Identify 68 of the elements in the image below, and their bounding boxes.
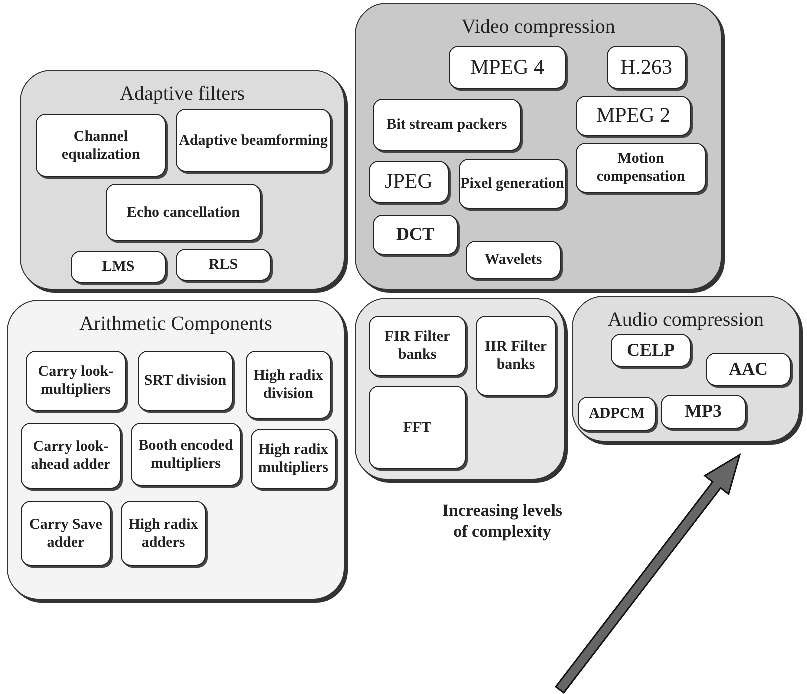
component-label: H.263 (620, 54, 672, 80)
component-label: RLS (208, 256, 238, 274)
component-label: JPEG (385, 169, 433, 195)
component-box (611, 334, 691, 367)
component-label: Bit stream packers (386, 116, 508, 134)
component-box (251, 429, 336, 489)
component-label: High radix multipliers (258, 441, 330, 477)
group-title: Video compression (460, 16, 616, 39)
component-label: AAC (729, 358, 768, 380)
component-label: High radix adders (128, 516, 200, 552)
component-label: MPEG 2 (596, 103, 671, 129)
component-box (373, 215, 458, 255)
component-label: Pixel generation (460, 175, 564, 193)
group-title: Adaptive filters (119, 83, 246, 106)
component-label: Channel equalization (60, 128, 142, 164)
group-panel (572, 296, 800, 442)
component-box (106, 184, 261, 241)
component-label: DCT (396, 224, 434, 246)
component-label: FFT (403, 418, 432, 436)
component-box (369, 316, 466, 376)
component-box (26, 351, 126, 411)
component-box (21, 501, 111, 566)
component-box (607, 46, 686, 89)
component-box (176, 249, 271, 281)
component-label: Booth encoded multipliers (138, 436, 234, 472)
component-label: Motion compensation (596, 150, 686, 186)
component-box (466, 241, 561, 279)
note-text: Increasing levels of complexity (441, 500, 564, 542)
component-label: CELP (626, 340, 675, 362)
component-box (131, 423, 241, 486)
component-box (476, 316, 556, 396)
component-box (21, 423, 121, 489)
component-box (71, 251, 166, 283)
group-panel (355, 3, 722, 290)
group-title: Arithmetic Components (78, 313, 274, 336)
component-label: Carry Save adder (28, 516, 104, 552)
component-box (576, 96, 691, 136)
component-label: MP3 (685, 401, 722, 423)
component-box (373, 99, 521, 151)
component-label: Wavelets (484, 251, 542, 269)
component-box (36, 114, 166, 177)
component-label: High radix division (252, 367, 324, 403)
group-title: Audio compression (606, 309, 766, 332)
component-box (176, 109, 331, 172)
component-label: Adaptive beamforming (179, 132, 328, 150)
component-label: Carry look- ahead adder (30, 438, 112, 474)
component-box (449, 46, 566, 89)
component-box (706, 353, 791, 386)
group-panel (7, 300, 345, 600)
component-box (459, 159, 566, 209)
component-label: FIR Filter banks (384, 328, 452, 364)
group-panel (20, 70, 345, 290)
component-label: SRT division (144, 372, 227, 390)
component-box (369, 386, 466, 469)
group-panel (355, 298, 565, 480)
component-label: IIR Filter banks (484, 338, 548, 374)
component-box (661, 395, 746, 429)
component-box (121, 501, 206, 566)
component-label: MPEG 4 (470, 54, 545, 80)
component-label: Echo cancellation (127, 204, 240, 222)
component-box (246, 351, 331, 419)
component-label: ADPCM (589, 405, 645, 423)
component-label: Carry look- multipliers (37, 363, 115, 399)
component-box (578, 397, 656, 431)
component-box (369, 161, 449, 203)
component-box (576, 143, 706, 193)
component-box (138, 351, 233, 411)
component-label: LMS (102, 258, 135, 276)
